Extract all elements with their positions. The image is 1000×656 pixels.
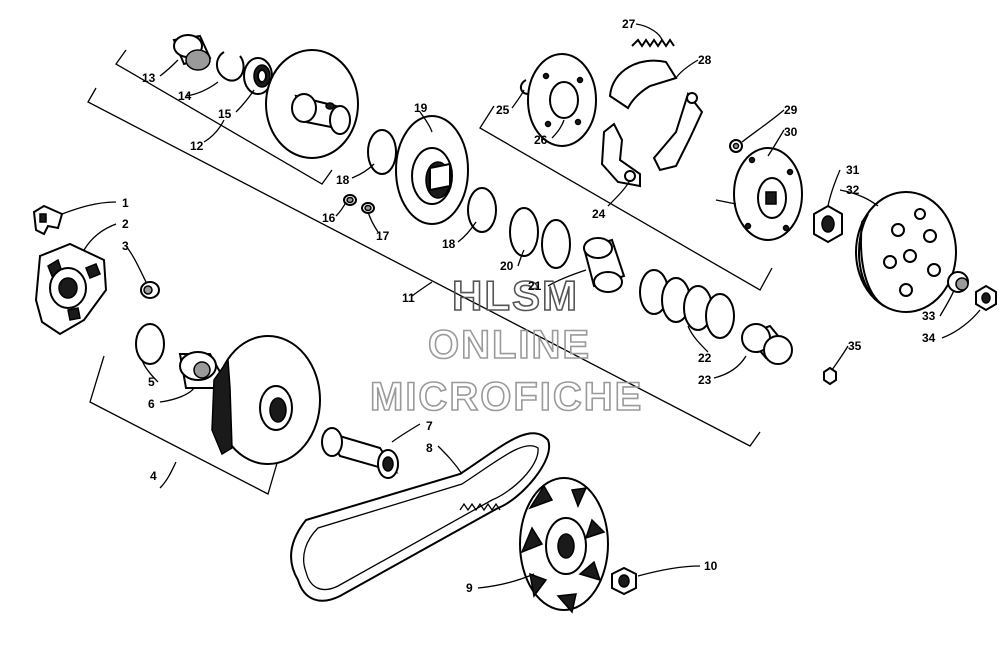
part-28-clutch-shoe-upper [608,59,704,172]
callout-11: 11 [402,291,415,305]
callout-18-upper: 18 [336,173,350,187]
callout-3: 3 [122,239,129,253]
callout-33: 33 [922,309,936,323]
part-31-nut [813,204,843,244]
callout-35: 35 [848,339,862,353]
callout-32: 32 [846,183,860,197]
callout-26: 26 [534,133,548,147]
part-19-movable-face [395,115,469,225]
part-5-ring [135,323,165,365]
callout-12: 12 [190,139,204,153]
part-3-roller [140,281,160,299]
part-15-bearing [243,57,273,95]
part-1-clip [32,204,64,236]
callout-16: 16 [322,211,336,225]
part-10-nut [611,566,637,596]
bracket-12 [115,49,333,185]
callout-4: 4 [150,469,157,483]
part-32-clutch-drum [855,191,957,313]
bracket-4 [89,355,283,495]
part-34-nut [975,284,997,312]
callout-21: 21 [528,279,542,293]
part-7-spacer [321,427,399,479]
callout-7: 7 [426,419,433,433]
callout-6: 6 [148,397,155,411]
part-18-ring-upper [367,129,397,175]
callout-14: 14 [178,89,192,103]
part-29-washer [729,139,743,153]
part-12-driven-face [265,49,359,159]
part-30-carrier [715,147,803,241]
watermark-line-1: HLSM [452,272,579,319]
part-9-fan-sheave [519,477,609,614]
callout-8: 8 [426,441,433,455]
part-20-ring-a [509,207,539,257]
part-20-ring-b [541,219,571,269]
part-21-collar [582,237,626,293]
callout-23: 23 [698,373,712,387]
part-26-plate [527,53,597,147]
callout-9: 9 [466,581,473,595]
part-14-snap-ring [216,51,245,82]
part-2-ramp-plate [34,242,108,336]
callout-5: 5 [148,375,155,389]
callout-25: 25 [496,103,510,117]
callout-19: 19 [414,101,428,115]
callout-10: 10 [704,559,718,573]
callout-24: 24 [592,207,606,221]
callout-2: 2 [122,217,129,231]
callout-30: 30 [784,125,798,139]
part-23-bushing [741,323,793,365]
part-18-ring-lower [467,187,497,233]
callout-1: 1 [122,196,129,210]
part-35-nut [823,366,837,386]
part-16-pin [343,194,357,206]
watermark-line-3: MICROFICHE [370,375,643,419]
part-25-clip [520,79,529,95]
callout-27: 27 [622,17,636,31]
part-22-spring [639,269,735,339]
part-33-bushing [947,271,969,293]
watermark-line-2: ONLINE [428,323,591,367]
callout-13: 13 [142,71,156,85]
callout-31: 31 [846,163,860,177]
part-17-pin [361,202,375,214]
callout-29: 29 [784,103,798,117]
part-13-sleeve [172,34,212,71]
part-24-clutch-shoe-lower [600,122,641,188]
callout-20: 20 [500,259,514,273]
callout-34: 34 [922,331,936,345]
callout-18-lower: 18 [442,237,456,251]
callout-28: 28 [698,53,712,67]
callout-22: 22 [698,351,712,365]
callout-17: 17 [376,229,390,243]
bracket-24 [479,105,773,291]
bracket-11 [87,87,761,447]
part-27-spring [631,38,675,48]
part-4-drive-face [211,335,321,465]
part-8-belt [290,432,551,602]
callout-15: 15 [218,107,232,121]
